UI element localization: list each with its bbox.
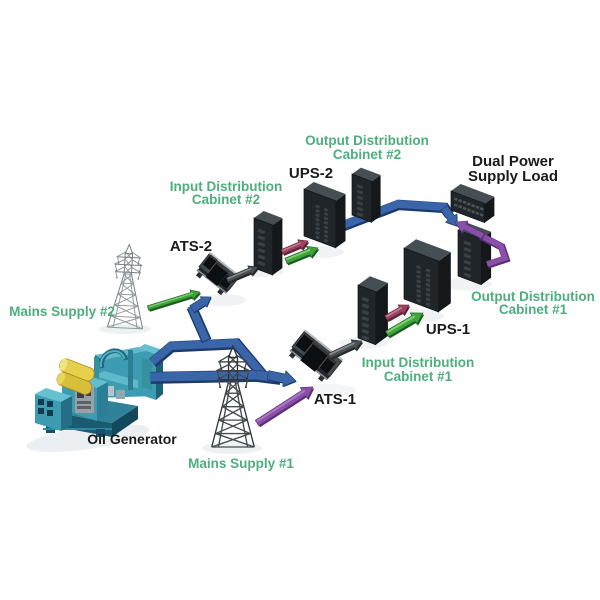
svg-text:UPS-1: UPS-1 (426, 321, 470, 338)
svg-text:Cabinet #1: Cabinet #1 (499, 302, 568, 317)
svg-text:Supply Load: Supply Load (468, 168, 558, 185)
svg-text:ATS-1: ATS-1 (314, 391, 356, 408)
svg-text:Cabinet #2: Cabinet #2 (192, 192, 260, 207)
svg-text:ATS-2: ATS-2 (170, 238, 212, 255)
svg-text:Input Distribution: Input Distribution (170, 179, 282, 194)
svg-text:Output Distribution: Output Distribution (471, 289, 595, 304)
svg-text:UPS-2: UPS-2 (289, 165, 333, 182)
svg-text:Cabinet #2: Cabinet #2 (333, 147, 401, 162)
svg-text:Oil Generator: Oil Generator (87, 431, 177, 447)
svg-text:Mains Supply #2: Mains Supply #2 (9, 304, 115, 319)
svg-text:Input Distribution: Input Distribution (362, 355, 474, 370)
svg-text:Output Distribution: Output Distribution (305, 133, 429, 148)
svg-text:Cabinet #1: Cabinet #1 (384, 369, 453, 384)
svg-text:Dual Power: Dual Power (472, 153, 554, 170)
svg-text:Mains Supply #1: Mains Supply #1 (188, 456, 294, 471)
